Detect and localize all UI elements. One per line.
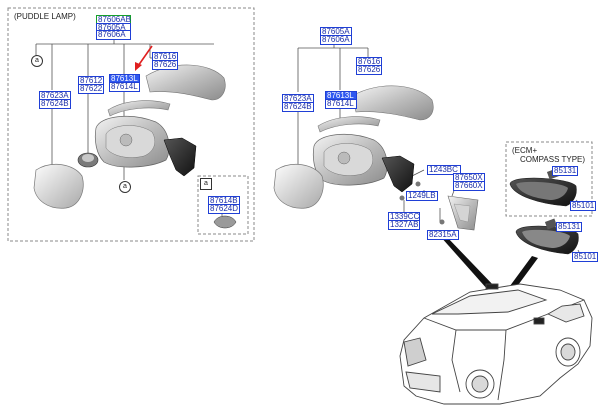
part-label-87622[interactable]: 87622 [78, 84, 104, 94]
part-label-85131[interactable]: 85131 [556, 222, 582, 232]
part-label-87624d[interactable]: 87624D [208, 204, 240, 214]
middle-leader-lines [297, 42, 459, 222]
part-label-82315a[interactable]: 82315A [427, 230, 459, 240]
mirror-glass-shape-2 [273, 163, 324, 209]
part-label-85101[interactable]: 85101 [572, 252, 598, 262]
part-label-87626[interactable]: 87626 [356, 65, 382, 75]
part-label-1243bc[interactable]: 1243BC [427, 165, 461, 175]
ref-a-box: a [200, 178, 212, 190]
mirror-glass-shape [33, 163, 84, 209]
screw-shape [415, 181, 421, 187]
turn-signal-strip-shape [107, 100, 171, 117]
mirror-cover-shape-2 [351, 85, 434, 121]
part-label-87660x[interactable]: 87660X [453, 181, 485, 191]
part-label-1249lb[interactable]: 1249LB [406, 191, 438, 201]
part-label-87624b[interactable]: 87624B [39, 99, 71, 109]
ref-a-circle: a [119, 181, 131, 193]
part-label-87624b[interactable]: 87624B [282, 102, 314, 112]
car-illustration [399, 283, 593, 405]
ecm-caption-line-2: COMPASS TYPE) [520, 155, 586, 164]
bolt-shape [399, 195, 405, 201]
part-label-87606a[interactable]: 87606A [96, 30, 131, 40]
ecm-caption-line-1: (ECM+ [512, 146, 538, 155]
inset-lamp-shape [213, 215, 237, 229]
part-label-87606a[interactable]: 87606A [320, 35, 352, 45]
ecm-compass-panel-frame [505, 141, 593, 217]
part-label-87614l[interactable]: 87614L [325, 99, 357, 109]
puddle-lamp-panel-frame [7, 7, 255, 242]
turn-signal-strip-shape-2 [317, 116, 381, 133]
mirror-mount-shape [163, 137, 197, 177]
mirror-cover-shape [145, 64, 226, 101]
red-arrow-icon [135, 45, 153, 71]
clip-shape [439, 219, 445, 225]
mirror-mount-shape-2 [381, 155, 415, 193]
part-label-85101[interactable]: 85101 [570, 201, 596, 211]
puddle-lamp-caption: (PUDDLE LAMP) [14, 12, 76, 21]
part-label-87614l[interactable]: 87614L [109, 82, 140, 92]
part-label-1327ab[interactable]: 1327AB [388, 220, 420, 230]
part-label-87626[interactable]: 87626 [152, 60, 178, 70]
pointer-wedge-left [440, 236, 496, 290]
ref-a-circle: a [31, 55, 43, 67]
part-label-85131[interactable]: 85131 [552, 166, 578, 176]
